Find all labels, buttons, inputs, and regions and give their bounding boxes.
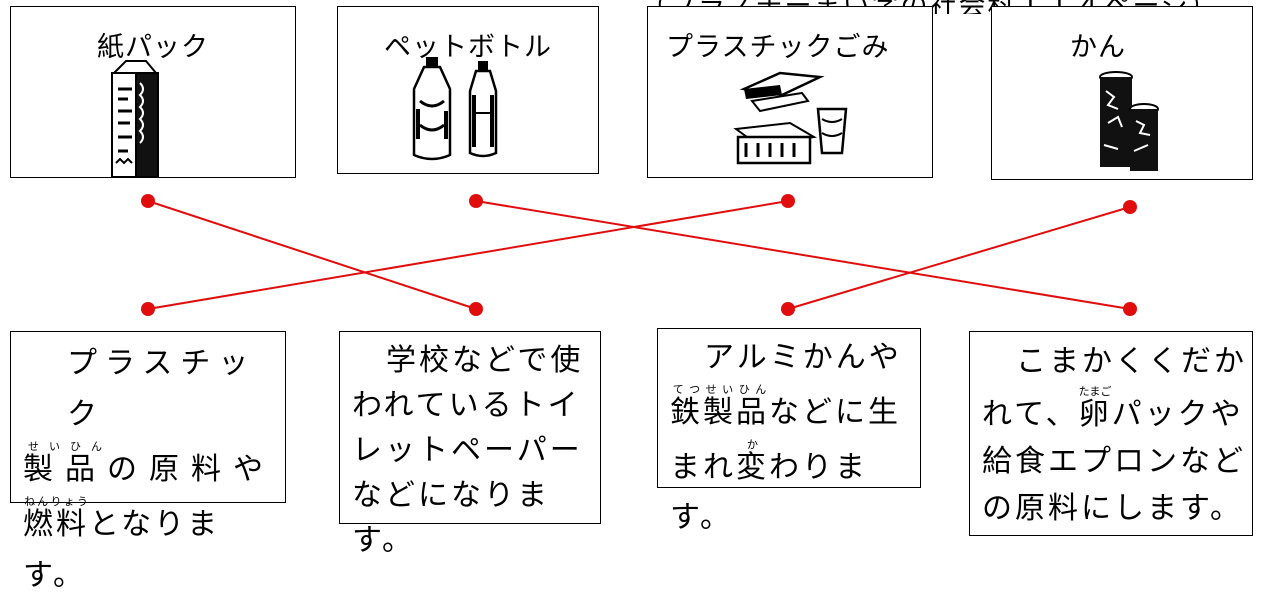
text-line: 給食エプロンなど (982, 444, 1246, 479)
connection-line (787, 206, 1131, 310)
text-line: れて、卵たまごパックや (982, 385, 1244, 432)
source-box-cans: かん (991, 6, 1253, 180)
text-line: 燃料ねんりょうとなります。 (23, 495, 221, 593)
text-line: まれ変かわります。 (670, 438, 868, 535)
connection-line (147, 200, 477, 310)
source-dot[interactable] (1123, 200, 1137, 214)
source-dot[interactable] (781, 194, 795, 208)
destination-dot[interactable] (469, 302, 483, 316)
source-label: プラスチックごみ (666, 32, 890, 63)
destination-dot[interactable] (141, 302, 155, 316)
destination-dot[interactable] (781, 302, 795, 316)
source-label: かん (1070, 32, 1126, 63)
text-line: われているトイ (352, 388, 581, 423)
source-box-paper-pack: 紙パック (10, 6, 296, 178)
destination-text: こまかくくだか れて、卵たまごパックや 給食エプロンなど の原料にします。 (982, 338, 1252, 532)
text-line: 学校などで使 (386, 343, 584, 378)
text-line: レットペーパー (352, 433, 583, 468)
source-dot[interactable] (469, 194, 483, 208)
text-line: 鉄製品てつせいひんなどに生 (670, 383, 901, 430)
pet-bottle-icon (412, 57, 498, 161)
destination-text: プラスチック 製品せいひんの原料や 燃料ねんりょうとなります。 (23, 338, 283, 601)
milk-carton-icon (111, 60, 159, 178)
connection-line (475, 200, 1131, 310)
source-box-plastic-waste: プラスチックごみ (647, 6, 933, 178)
source-label: 紙パック (97, 32, 209, 63)
destination-box-aluminum: アルミかんや 鉄製品てつせいひんなどに生 まれ変かわります。 (657, 328, 921, 535)
text-line: アルミかんや (704, 340, 902, 375)
destination-box-toilet-paper: 学校などで使 われているトイ レットペーパー などになります。 (339, 331, 601, 558)
destination-box-plastic-products: プラスチック 製品せいひんの原料や 燃料ねんりょうとなります。 (10, 331, 286, 593)
destination-dot[interactable] (1123, 302, 1137, 316)
text-line: こまかくくだか (1016, 344, 1247, 379)
text-line: プラスチック (67, 346, 257, 432)
text-line: 製品せいひんの原料や (23, 440, 275, 487)
source-dot[interactable] (141, 194, 155, 208)
connection-line (147, 200, 789, 310)
destination-text: アルミかんや 鉄製品てつせいひんなどに生 まれ変かわります。 (670, 333, 920, 543)
source-box-pet-bottle: ペットボトル (337, 6, 599, 174)
text-line: の原料にします。 (982, 491, 1243, 526)
plastic-waste-icon (733, 71, 848, 165)
destination-text: 学校などで使 われているトイ レットペーパー などになります。 (352, 338, 600, 563)
text-line: などになります。 (352, 478, 550, 558)
cans-icon (1099, 71, 1159, 171)
source-label: ペットボトル (384, 32, 552, 63)
destination-box-egg-pack: こまかくくだか れて、卵たまごパックや 給食エプロンなど の原料にします。 (969, 331, 1253, 536)
